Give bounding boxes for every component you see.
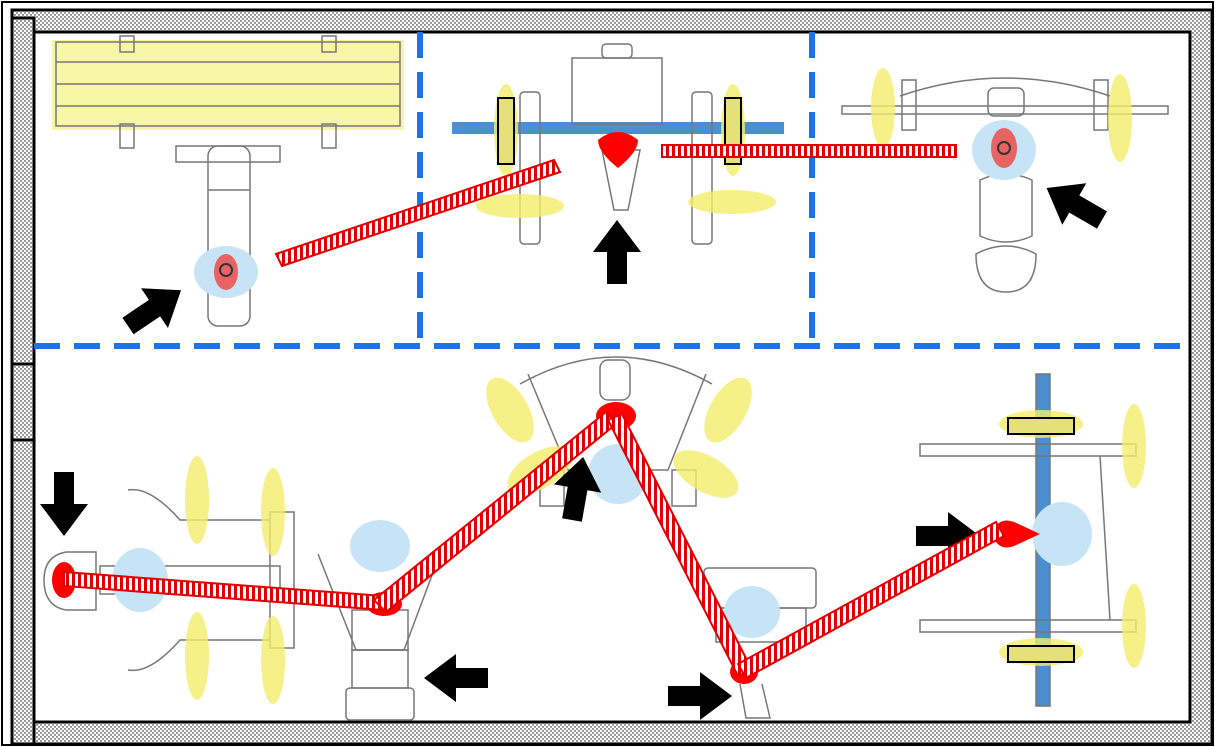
checkpoint-icon — [214, 254, 238, 290]
station-weight-stack-bench[interactable] — [52, 35, 404, 346]
user-cloud-icon — [724, 586, 780, 638]
weight-plate-icon — [1007, 417, 1075, 435]
station-squat-rack[interactable] — [916, 373, 1146, 707]
checkpoint-icon — [991, 128, 1017, 168]
position-arrow-icon — [1034, 167, 1114, 241]
user-cloud-icon — [1032, 502, 1092, 566]
position-arrow-icon — [114, 270, 195, 346]
top-route — [274, 144, 957, 268]
position-arrow-icon — [668, 672, 732, 720]
position-arrow-icon — [424, 654, 488, 702]
checkpoint-icon — [992, 520, 1040, 548]
position-arrow-icon — [593, 220, 641, 284]
bottom-route — [63, 410, 1006, 680]
station-barbell-rack[interactable] — [452, 43, 784, 284]
weight-plate-icon — [497, 97, 515, 165]
zone-dividers — [34, 32, 1180, 349]
checkpoint-icon — [598, 132, 638, 168]
weight-plate-icon — [1007, 645, 1075, 663]
station-pulldown-seat[interactable] — [841, 68, 1169, 293]
user-cloud-icon — [350, 520, 410, 572]
position-arrow-icon — [40, 472, 88, 536]
